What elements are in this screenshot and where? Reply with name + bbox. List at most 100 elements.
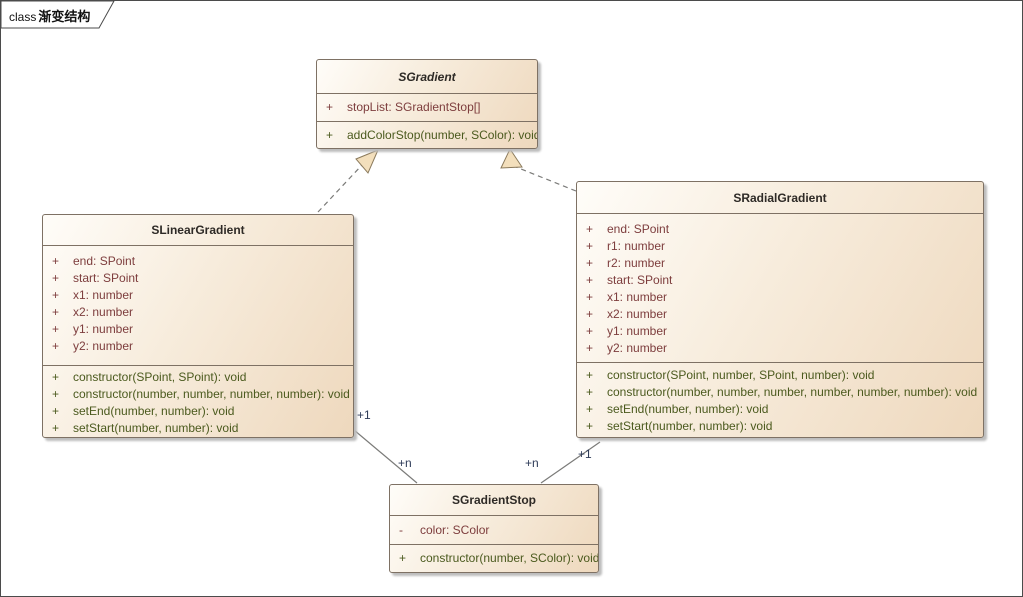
member-row: + x2: number bbox=[577, 306, 983, 323]
member-row: +setStart(number, number): void bbox=[577, 418, 983, 435]
visibility-sign: + bbox=[52, 339, 60, 353]
member-row: + start: SPoint bbox=[577, 272, 983, 289]
visibility-sign: + bbox=[52, 254, 60, 268]
member-text: start: SPoint bbox=[607, 273, 673, 287]
multiplicity-label-linear-target: +n bbox=[398, 456, 412, 470]
member-row: + y2: number bbox=[43, 338, 353, 355]
member-text: start: SPoint bbox=[73, 271, 139, 285]
class-box-sgradient[interactable]: SGradient +stopList: SGradientStop[] + ad… bbox=[316, 59, 538, 149]
visibility-sign: + bbox=[52, 322, 60, 336]
class-title: SGradient bbox=[398, 69, 456, 84]
member-text: constructor(SPoint, number, SPoint, numb… bbox=[607, 368, 875, 382]
member-row: +x1: number bbox=[577, 289, 983, 306]
frame-title: 渐变结构 bbox=[38, 9, 91, 24]
member-row: + y2: number bbox=[577, 340, 983, 357]
member-text: setEnd(number, number): void bbox=[607, 402, 769, 416]
class-box-sradialgradient[interactable]: SRadialGradient +end: SPoint+r1: number+… bbox=[576, 181, 984, 438]
visibility-sign: + bbox=[586, 402, 594, 416]
member-text: constructor(SPoint, SPoint): void bbox=[73, 370, 247, 384]
frame-keyword: class bbox=[9, 10, 37, 24]
member-row: + constructor(number, number, number, num… bbox=[43, 386, 353, 403]
frame-tab-shape bbox=[1, 1, 115, 29]
member-row: + constructor(number, number, number, num… bbox=[577, 384, 983, 401]
member-text: y1: number bbox=[607, 324, 668, 338]
member-text: r2: number bbox=[607, 256, 666, 270]
visibility-sign: + bbox=[586, 222, 594, 236]
visibility-sign: + bbox=[586, 273, 594, 287]
member-row: - color: SColor bbox=[390, 522, 598, 539]
member-text: y2: number bbox=[73, 339, 134, 353]
multiplicity-label-linear-source: +1 bbox=[357, 408, 371, 422]
realization-slineargradient-sgradient[interactable] bbox=[317, 149, 379, 213]
visibility-sign: + bbox=[399, 551, 407, 565]
member-row: + constructor(SPoint, SPoint): void bbox=[43, 369, 353, 386]
member-row: + r2: number bbox=[577, 255, 983, 272]
visibility-sign: + bbox=[586, 419, 594, 433]
attributes-compartment: +end: SPoint+start: SPoint+x1: number+x2… bbox=[43, 245, 353, 365]
multiplicity-label-radial-target: +n bbox=[525, 456, 539, 470]
member-text: constructor(number, number, number, numb… bbox=[607, 385, 978, 399]
class-box-slineargradient[interactable]: SLinearGradient +end: SPoint+start: SPoi… bbox=[42, 214, 354, 438]
operations-compartment: + addColorStop(number, SColor): void bbox=[317, 121, 537, 148]
visibility-sign: + bbox=[586, 307, 594, 321]
visibility-sign: + bbox=[52, 404, 60, 418]
member-row: + constructor(SPoint, number, SPoint, num… bbox=[577, 367, 983, 384]
member-text: constructor(number, SColor): void bbox=[420, 551, 598, 565]
member-row: + setStart(number, number): void bbox=[43, 420, 353, 437]
class-title: SRadialGradient bbox=[733, 190, 827, 205]
member-text: stopList: SGradientStop[] bbox=[347, 100, 481, 114]
realization-arrowhead bbox=[500, 147, 523, 169]
attributes-compartment: - color: SColor bbox=[390, 515, 598, 544]
member-row: +stopList: SGradientStop[] bbox=[317, 99, 537, 116]
visibility-sign: + bbox=[586, 324, 594, 338]
member-text: x2: number bbox=[607, 307, 668, 321]
member-row: +start: SPoint bbox=[43, 270, 353, 287]
member-row: + setEnd(number, number): void bbox=[577, 401, 983, 418]
visibility-sign: + bbox=[326, 127, 334, 142]
member-text: x2: number bbox=[73, 305, 134, 319]
visibility-sign: + bbox=[52, 370, 60, 384]
member-text: setStart(number, number): void bbox=[73, 421, 239, 435]
class-title: SLinearGradient bbox=[151, 223, 245, 237]
association-sradialgradient-sgradientstop[interactable] bbox=[540, 441, 601, 484]
member-text: x1: number bbox=[607, 290, 668, 304]
class-box-sgradientstop[interactable]: SGradientStop - color: SColor + constructo… bbox=[389, 484, 599, 573]
operations-compartment: + constructor(SPoint, SPoint): void + const… bbox=[43, 365, 353, 437]
member-text: y2: number bbox=[607, 341, 668, 355]
member-text: r1: number bbox=[607, 239, 666, 253]
operations-compartment: + constructor(number, SColor): void bbox=[390, 544, 598, 572]
visibility-sign: - bbox=[399, 522, 403, 537]
attributes-compartment: +stopList: SGradientStop[] bbox=[317, 93, 537, 121]
member-row: +setEnd(number, number): void bbox=[43, 403, 353, 420]
visibility-sign: + bbox=[52, 387, 60, 401]
member-row: + y1: number bbox=[577, 323, 983, 340]
member-text: x1: number bbox=[73, 288, 134, 302]
attributes-compartment: + end: SPoint + r1: number + r2: number + start… bbox=[577, 213, 983, 362]
visibility-sign: + bbox=[52, 305, 60, 319]
visibility-sign: + bbox=[52, 288, 60, 302]
member-text: constructor(number, number, number, numb… bbox=[73, 387, 350, 401]
visibility-sign: + bbox=[586, 341, 594, 355]
visibility-sign: + bbox=[586, 239, 594, 253]
member-row: + x1: number bbox=[43, 287, 353, 304]
operations-compartment: + constructor(SPoint, number, SPoint, num… bbox=[577, 362, 983, 437]
association-slineargradient-sgradientstop[interactable] bbox=[353, 429, 418, 484]
realization-arrowhead bbox=[355, 149, 379, 174]
member-row: + addColorStop(number, SColor): void bbox=[317, 127, 537, 144]
member-row: + r1: number bbox=[577, 238, 983, 255]
member-text: end: SPoint bbox=[607, 222, 670, 236]
member-row: + constructor(number, SColor): void bbox=[390, 550, 598, 567]
visibility-sign: + bbox=[586, 368, 594, 382]
realization-sradialgradient-sgradient[interactable] bbox=[500, 147, 577, 192]
visibility-sign: + bbox=[52, 421, 60, 435]
member-row: + x2: number bbox=[43, 304, 353, 321]
class-title: SGradientStop bbox=[451, 493, 536, 507]
member-text: addColorStop(number, SColor): void bbox=[347, 127, 537, 142]
member-row: +y1: number bbox=[43, 321, 353, 338]
visibility-sign: + bbox=[586, 256, 594, 270]
visibility-sign: + bbox=[586, 385, 594, 399]
member-text: color: SColor bbox=[420, 522, 490, 537]
